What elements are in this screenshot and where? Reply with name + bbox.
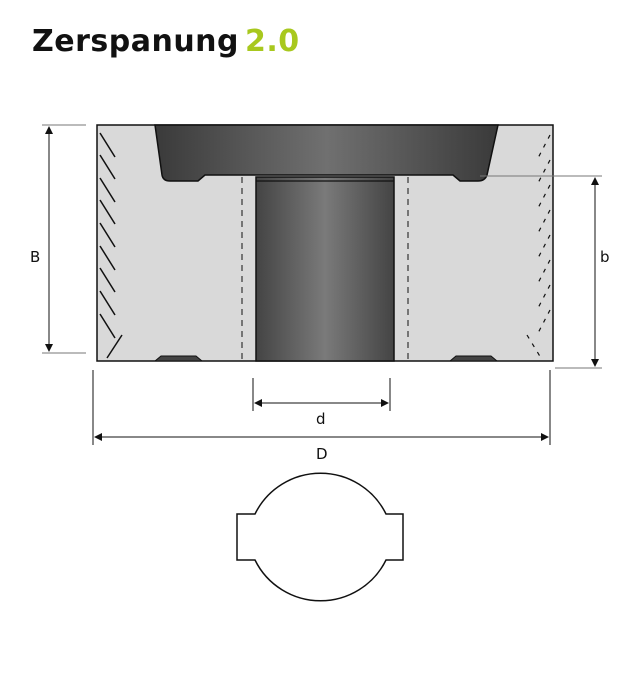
label-d: d [316,410,326,428]
dimension-b: b [480,175,610,369]
logo-version: 2.0 [245,24,300,59]
side-section-view [96,124,554,362]
bottom-notch-right [448,355,499,362]
top-profile-view [236,472,404,602]
left-hatching [99,132,123,359]
bore [255,176,395,362]
dimension-B: B [30,124,86,354]
label-b: b [600,248,610,266]
bottom-notch-left [153,355,204,362]
label-B: B [30,248,40,266]
label-D: D [316,445,328,463]
top-recess [154,124,499,182]
right-hatching [526,134,551,359]
dimension-D: D [92,370,551,463]
logo-brand: Zerspanung [32,24,240,59]
dimension-d: d [252,378,391,428]
